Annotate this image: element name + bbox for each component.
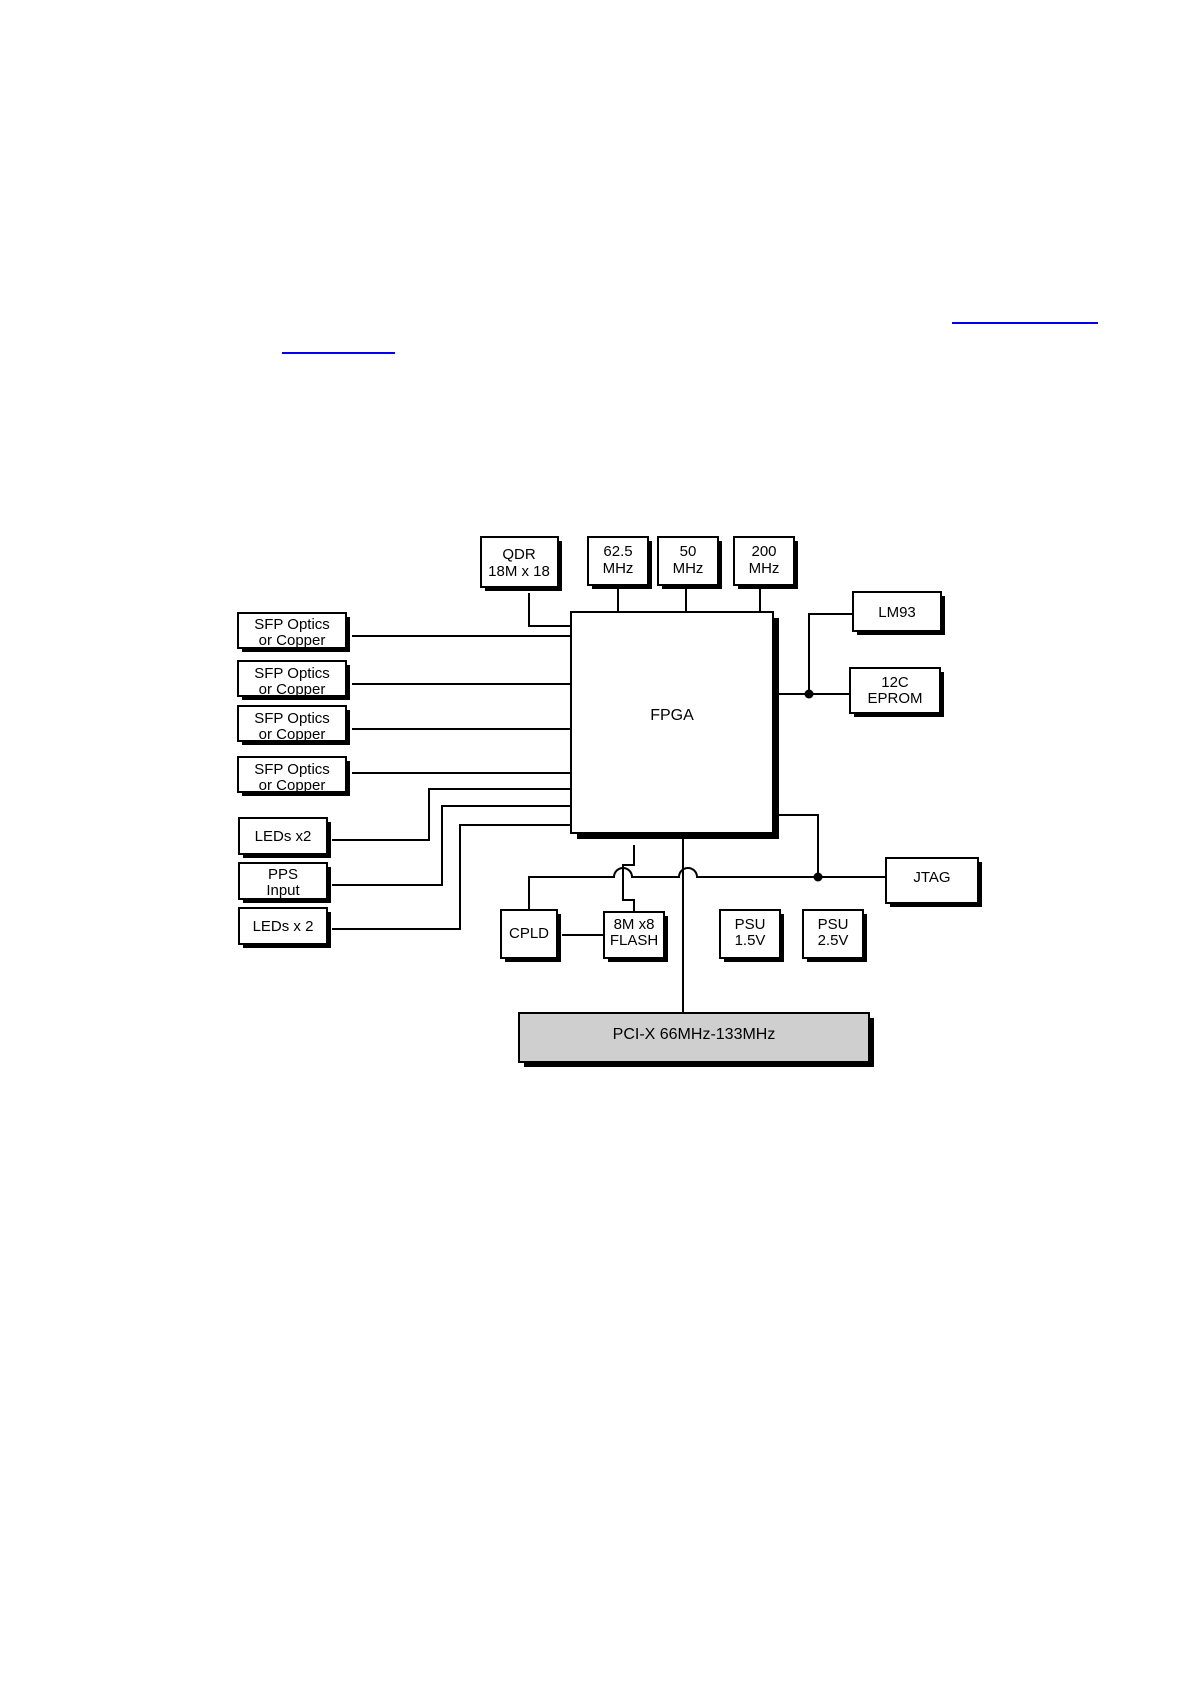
fpga-label: FPGA bbox=[650, 707, 694, 724]
flash-label-line2: FLASH bbox=[610, 932, 658, 949]
clock-50-line2: MHz bbox=[673, 560, 704, 577]
clock-200-line2: MHz bbox=[749, 560, 780, 577]
clock-62-5-line2: MHz bbox=[603, 560, 634, 577]
sfp-4-line2: or Copper bbox=[259, 777, 326, 794]
clock-200mhz-block: 200 MHz bbox=[734, 537, 798, 589]
psu-1-5v-line2: 1.5V bbox=[735, 932, 766, 949]
psu-2-5v-block: PSU 2.5V bbox=[803, 910, 867, 962]
sfp-block-3: SFP Optics or Copper bbox=[238, 706, 350, 745]
psu-1-5v-line1: PSU bbox=[735, 916, 766, 933]
leds-block-2: LEDs x 2 bbox=[239, 908, 331, 948]
sfp-block-4: SFP Optics or Copper bbox=[238, 757, 350, 796]
jtag-block: JTAG bbox=[886, 858, 982, 907]
eprom-label-line1: 12C bbox=[881, 674, 909, 691]
clock-50mhz-block: 50 MHz bbox=[658, 537, 722, 589]
clock-62-5mhz-block: 62.5 MHz bbox=[588, 537, 652, 589]
pps-input-block: PPS Input bbox=[239, 863, 331, 903]
clock-62-5-line1: 62.5 bbox=[603, 543, 632, 560]
sfp-block-2: SFP Optics or Copper bbox=[238, 661, 350, 700]
jtag-label: JTAG bbox=[913, 869, 950, 886]
qdr-label-line1: QDR bbox=[502, 546, 536, 563]
clock-50-line1: 50 bbox=[680, 543, 697, 560]
leds-2-label: LEDs x 2 bbox=[253, 918, 314, 935]
junction-dot bbox=[805, 690, 814, 699]
psu-2-5v-line2: 2.5V bbox=[818, 932, 849, 949]
flash-label-line1: 8M x8 bbox=[614, 916, 655, 933]
sfp-block-1: SFP Optics or Copper bbox=[238, 613, 350, 652]
sfp-2-line1: SFP Optics bbox=[254, 665, 330, 682]
cpld-label: CPLD bbox=[509, 925, 549, 942]
psu-2-5v-line1: PSU bbox=[818, 916, 849, 933]
fpga-block: FPGA bbox=[571, 612, 779, 839]
eprom-block: 12C EPROM bbox=[850, 668, 944, 717]
leds-1-label: LEDs x2 bbox=[255, 828, 312, 845]
pps-label-line2: Input bbox=[266, 882, 300, 899]
cpld-block: CPLD bbox=[501, 910, 561, 962]
lm93-label: LM93 bbox=[878, 604, 916, 621]
pci-x-label: PCI-X 66MHz-133MHz bbox=[613, 1026, 776, 1043]
lm93-sensor-block: LM93 bbox=[853, 592, 945, 635]
sfp-1-line1: SFP Optics bbox=[254, 616, 330, 633]
psu-1-5v-block: PSU 1.5V bbox=[720, 910, 784, 962]
sfp-2-line2: or Copper bbox=[259, 681, 326, 698]
pci-x-bus-block: PCI-X 66MHz-133MHz bbox=[519, 1013, 874, 1067]
qdr-label-line2: 18M x 18 bbox=[488, 563, 550, 580]
eprom-label-line2: EPROM bbox=[867, 690, 922, 707]
flash-block: 8M x8 FLASH bbox=[604, 912, 668, 962]
leds-block-1: LEDs x2 bbox=[239, 818, 331, 858]
sfp-4-line1: SFP Optics bbox=[254, 761, 330, 778]
pps-label-line1: PPS bbox=[268, 866, 298, 883]
sfp-3-line1: SFP Optics bbox=[254, 710, 330, 727]
sfp-1-line2: or Copper bbox=[259, 632, 326, 649]
qdr-memory-block: QDR 18M x 18 bbox=[481, 537, 562, 591]
clock-200-line1: 200 bbox=[751, 543, 776, 560]
sfp-3-line2: or Copper bbox=[259, 726, 326, 743]
